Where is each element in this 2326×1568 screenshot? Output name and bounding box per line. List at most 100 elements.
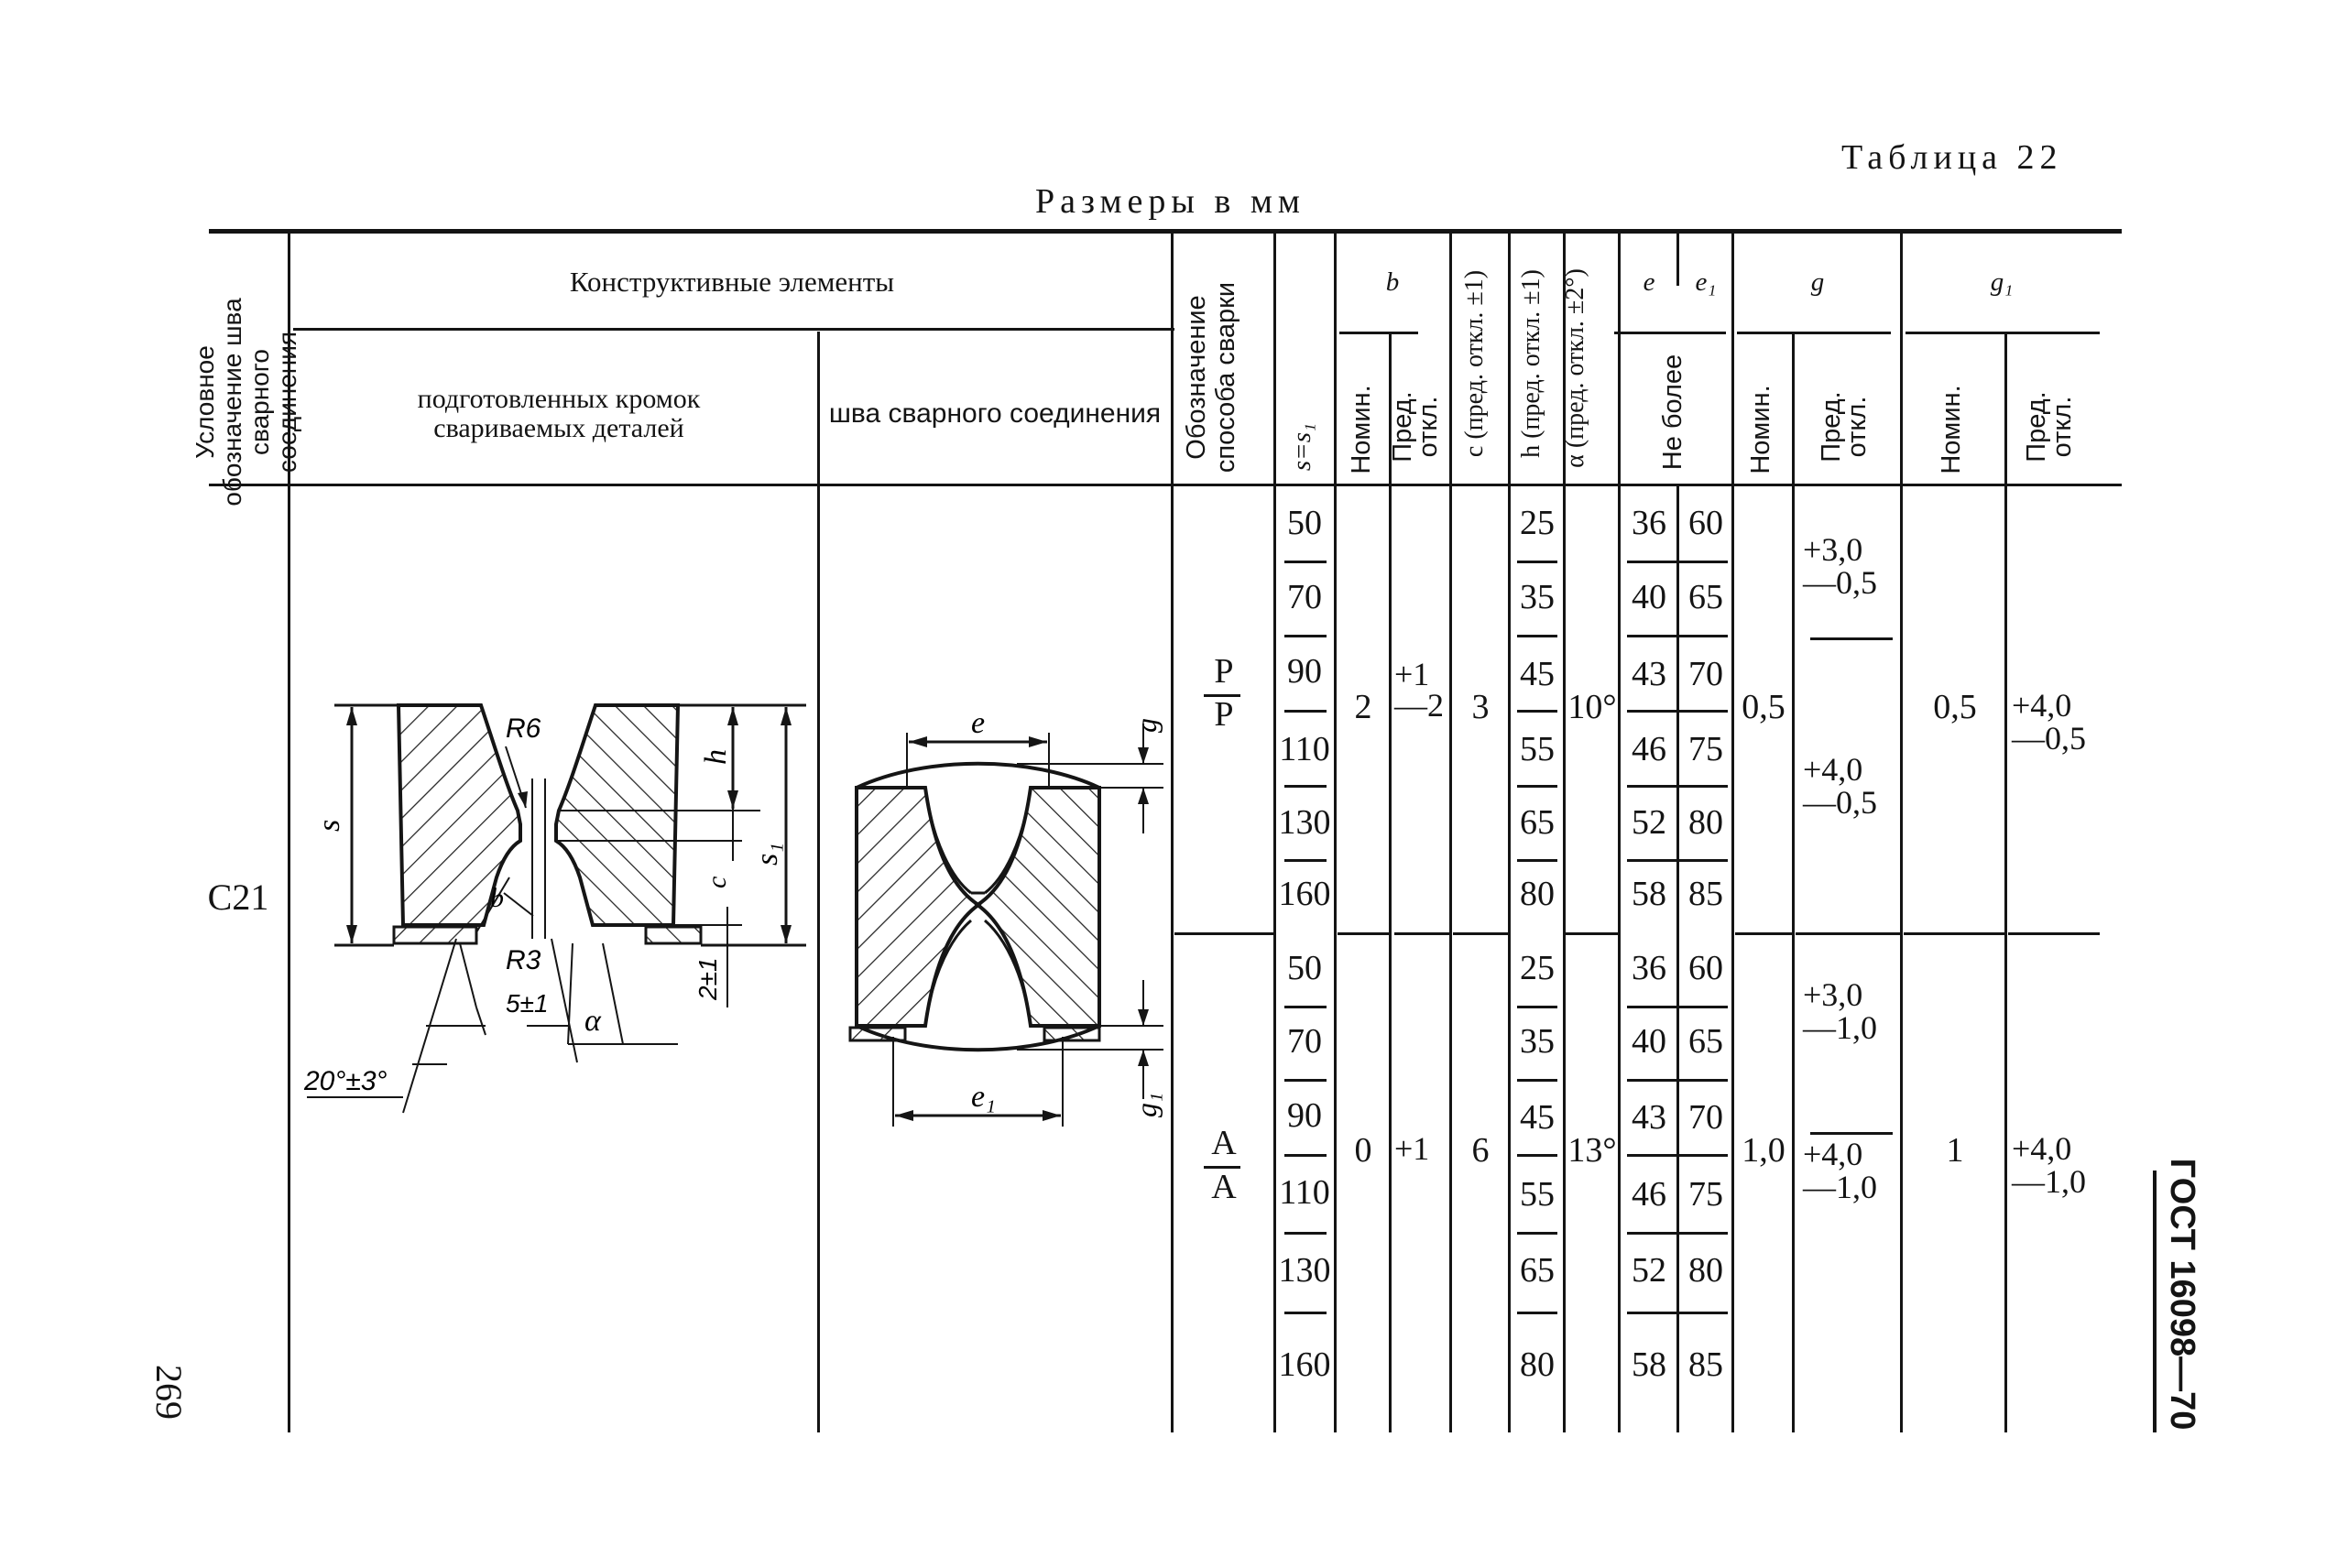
g-dev-plus: +4,0: [1803, 751, 1863, 788]
header-h: h (пред. откл. ±1): [1517, 269, 1545, 458]
header-welding-method: Обозначение способа сварки: [1182, 281, 1240, 474]
header-alpha: α (пред. откл. ±2°): [1561, 268, 1589, 468]
g1-dev-plus: +4,0: [2012, 1130, 2072, 1167]
e-value: 43: [1632, 1098, 1666, 1137]
g-dev-minus: —0,5: [1803, 784, 1877, 821]
e1-value: 65: [1688, 1022, 1723, 1061]
label-g1: g₁: [1130, 1093, 1163, 1117]
e1-value: 75: [1688, 1175, 1723, 1214]
e-value: 40: [1632, 1022, 1666, 1061]
label-s1: s₁: [750, 843, 784, 866]
e1-value: 80: [1688, 1251, 1723, 1290]
s-value: 50: [1287, 949, 1322, 987]
header-g-nom: Номин.: [1746, 385, 1775, 474]
prepared-edges-drawing: s R6 h c s₁ b R3 5±1 2±1 α 20°±3°: [303, 703, 806, 1114]
s-value: 110: [1279, 730, 1330, 768]
b-dev-minus: —2: [1394, 687, 1444, 724]
header-e: e: [1643, 267, 1655, 297]
units-caption: Размеры в мм: [1035, 182, 1305, 221]
header-joint-designation: Условное обозначение шва сварного соедин…: [191, 298, 301, 506]
header-b-dev: Пред. откл.: [1388, 391, 1443, 463]
e-value: 52: [1632, 803, 1666, 842]
s-value: 160: [1278, 1345, 1331, 1384]
e1-value: 85: [1688, 875, 1723, 913]
header-e1: e₁: [1695, 267, 1717, 297]
g-dev-minus: —0,5: [1803, 564, 1877, 601]
s-value: 110: [1279, 1173, 1330, 1212]
page-number: 269: [148, 1365, 190, 1420]
c-value: 3: [1471, 688, 1490, 726]
g1-dev-minus: —1,0: [2012, 1163, 2086, 1200]
e1-value: 60: [1688, 504, 1723, 542]
e-value: 58: [1632, 875, 1666, 913]
h-value: 65: [1520, 1251, 1555, 1290]
header-c: c (пред. откл. ±1): [1460, 269, 1489, 458]
label-c: c: [702, 877, 732, 888]
h-value: 80: [1520, 875, 1555, 913]
method-numerator: Р: [1214, 652, 1234, 691]
g1-nom: 1: [1946, 1131, 1964, 1170]
s-value: 70: [1287, 578, 1322, 616]
label-h: h: [699, 749, 733, 765]
h-value: 80: [1520, 1345, 1555, 1384]
header-g1-nom: Номин.: [1937, 385, 1966, 474]
label-s: s: [312, 820, 346, 832]
header-g1-dev: Пред. откл.: [2022, 391, 2077, 463]
method-denominator: А: [1211, 1168, 1237, 1206]
label-r6: R6: [506, 713, 541, 744]
header-structural-elements: Конструктивные элементы: [569, 266, 895, 298]
header-not-more: Не более: [1658, 354, 1687, 471]
label-b: b: [490, 883, 504, 913]
standard-rule: [2153, 1171, 2157, 1432]
joint-designation: С21: [207, 877, 269, 918]
h-value: 35: [1520, 1022, 1555, 1061]
label-e1: e₁: [971, 1080, 996, 1114]
header-g: g: [1810, 267, 1825, 297]
label-alpha: α: [584, 1004, 602, 1038]
b-dev-plus: +1: [1394, 1130, 1430, 1167]
b-dev-plus: +1: [1394, 656, 1430, 692]
g1-dev-minus: —0,5: [2012, 720, 2086, 757]
e-value: 58: [1632, 1345, 1666, 1384]
s-value: 130: [1278, 803, 1331, 842]
label-angle: 20°±3°: [303, 1066, 388, 1096]
g-dev-plus: +4,0: [1803, 1136, 1863, 1172]
header-prepared-edges: подготовленных кромок свариваемых детале…: [417, 384, 701, 443]
s-value: 70: [1287, 1022, 1322, 1061]
c-value: 6: [1471, 1131, 1490, 1170]
b-nom: 0: [1354, 1131, 1372, 1170]
h-value: 35: [1520, 578, 1555, 616]
header-g1: g₁: [1990, 267, 2014, 297]
g-dev-plus: +3,0: [1803, 976, 1863, 1013]
g-dev-minus: —1,0: [1803, 1009, 1877, 1046]
e-value: 46: [1632, 730, 1666, 768]
s-value: 90: [1287, 652, 1322, 691]
e-value: 36: [1632, 949, 1666, 987]
h-value: 45: [1520, 1098, 1555, 1137]
s-value: 50: [1287, 504, 1322, 542]
weld-seam-drawing: e g e₁ g₁: [848, 706, 1163, 1127]
label-2pm1: 2±1: [693, 957, 722, 1001]
e1-value: 60: [1688, 949, 1723, 987]
h-value: 55: [1520, 730, 1555, 768]
e-value: 43: [1632, 655, 1666, 693]
label-r3: R3: [506, 945, 541, 975]
header-g-dev: Пред. откл.: [1817, 391, 1872, 463]
header-b-nom: Номин.: [1347, 385, 1376, 474]
h-value: 25: [1520, 504, 1555, 542]
standard-label: ГОСТ 16098—70: [2163, 1158, 2201, 1431]
e1-value: 75: [1688, 730, 1723, 768]
label-g: g: [1130, 718, 1163, 733]
g1-dev-plus: +4,0: [2012, 687, 2072, 724]
g-nom: 1,0: [1742, 1131, 1785, 1170]
method-numerator: А: [1211, 1124, 1237, 1162]
h-value: 55: [1520, 1175, 1555, 1214]
e-value: 36: [1632, 504, 1666, 542]
b-nom: 2: [1354, 688, 1372, 726]
header-b: b: [1385, 267, 1400, 297]
e-value: 40: [1632, 578, 1666, 616]
header-s: s=s₁: [1287, 422, 1316, 472]
alpha-value: 10°: [1567, 688, 1617, 726]
g-nom: 0,5: [1742, 688, 1785, 726]
method-denominator: Р: [1214, 695, 1234, 734]
